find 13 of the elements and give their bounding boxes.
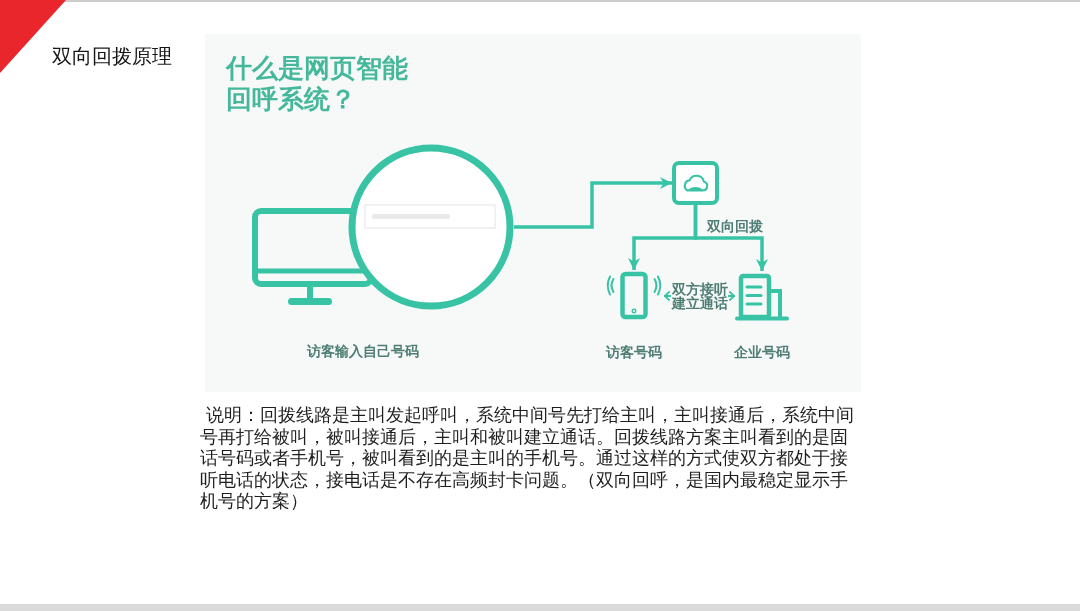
heading: 什么是网页智能回呼系统？ — [226, 52, 409, 116]
rounded-box — [672, 161, 719, 205]
picture-caption: 访客输入自己号码 — [307, 343, 419, 359]
picture-caption: 访客号码 — [606, 344, 662, 360]
description-paragraph: 说明：回拨线路是主叫发起呼叫，系统中间号先打给主叫，主叫接通后，系统中间号再打给被叫，被叫接通后，主叫和被叫建立通话。回拨线路方案主叫看到的是固话号码或者手机号，被叫看到的是主叫的手机号。通过这样的方式使双方都处于接听电话的状态，接电话是不存在高频封卡问题。（双向回呼，是国内最稳定显示手机号的方案） — [200, 404, 855, 512]
edge-label: 双方接听建立通话 — [671, 281, 728, 311]
slide-title: 双向回拨原理 — [52, 43, 172, 68]
picture-caption: 企业号码 — [734, 344, 790, 360]
monitor-magnifier-picture — [249, 144, 514, 310]
office-building-icon — [735, 271, 789, 321]
phone-icon — [604, 270, 664, 322]
arrow — [514, 177, 672, 229]
arrow — [693, 205, 768, 271]
